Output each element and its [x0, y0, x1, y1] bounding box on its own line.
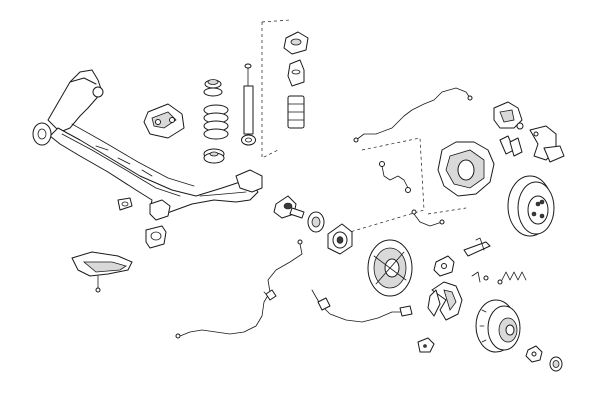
bump-stop: [287, 59, 305, 87]
stub-axle: [273, 195, 305, 219]
brake-backing-plate: [367, 239, 413, 297]
brake-disc: [507, 175, 555, 237]
spring-seat-top: [203, 79, 223, 97]
dust-shield: [437, 141, 495, 197]
axle-bushing-small: [117, 197, 133, 211]
brake-hose: [379, 161, 411, 193]
mounting-bracket: [143, 103, 185, 139]
brake-line-upper: [353, 87, 473, 143]
hub-nut: [525, 345, 543, 363]
coil-spring: [203, 104, 229, 140]
handbrake-cable: [263, 289, 277, 301]
hub-cap: [549, 356, 563, 372]
bolt-small: [417, 337, 435, 353]
heat-shield: [71, 251, 133, 293]
brake-pads: [499, 135, 523, 157]
dust-boot: [287, 95, 305, 129]
abs-sensor-lower: [311, 289, 413, 323]
wheel-cylinder: [433, 255, 455, 277]
strut-top-mount: [283, 31, 309, 55]
wheel-bearing: [307, 211, 325, 233]
return-spring: [497, 271, 527, 285]
rear-axle-beam: [47, 69, 263, 221]
clip-small: [471, 271, 489, 283]
axle-bushing-lower: [145, 225, 167, 249]
brake-caliper: [493, 101, 524, 130]
spring-seat-bottom: [203, 148, 225, 164]
abs-sensor-cable: [175, 239, 303, 339]
brake-line-short: [411, 209, 445, 227]
wheel-hub: [327, 223, 353, 255]
axle-bushing-left: [32, 122, 52, 146]
brake-drum: [475, 299, 521, 353]
brake-shoes: [427, 281, 463, 321]
shock-absorber: [241, 63, 256, 146]
alignment-lines: [261, 19, 467, 233]
brake-adjuster: [463, 237, 491, 257]
caliper-bracket: [529, 125, 565, 163]
